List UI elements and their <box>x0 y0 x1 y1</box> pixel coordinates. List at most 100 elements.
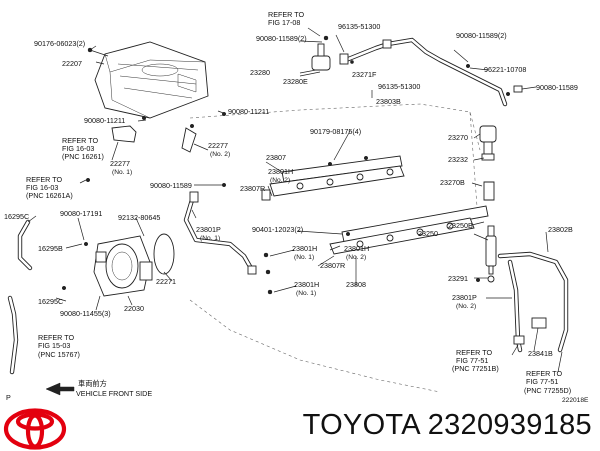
vsv-23280 <box>299 35 331 74</box>
label-96221-10708: 96221-10708 <box>484 65 526 74</box>
label-refer-16-03-a2: FIG 16-03 <box>62 144 94 153</box>
label-23280e: 23280E <box>283 77 308 86</box>
label-23808: 23808 <box>346 280 366 289</box>
label-90080-11589-far: 90080-11589 <box>536 83 578 92</box>
label-90080-11589-top: 90080-11589(2) <box>256 34 307 43</box>
fuel-hose-23801p-no2 <box>507 259 523 353</box>
label-23270: 23270 <box>448 133 468 142</box>
label-22207: 22207 <box>62 59 82 68</box>
label-90401-12023: 90401-12023(2) <box>252 225 303 234</box>
label-23250b: 23250B <box>448 221 473 230</box>
label-pnc-16261a: (PNC 16261A) <box>26 191 73 200</box>
label-23803b: 23803B <box>376 97 401 106</box>
label-23802b: 23802B <box>548 225 573 234</box>
engine-cover-22207 <box>87 41 209 119</box>
label-diagram-code: 222018E <box>562 397 589 404</box>
label-23801h-4-no: (No. 1) <box>296 290 316 297</box>
label-90080-11211-left: 90080-11211 <box>84 116 125 125</box>
label-pnc-77251b: (PNC 77251B) <box>452 364 499 373</box>
label-23801h-3: 23801H <box>344 244 369 253</box>
label-23801p-2-no: (No. 2) <box>456 303 476 310</box>
label-23291: 23291 <box>448 274 468 283</box>
label-23250: 23250 <box>418 229 438 238</box>
label-23807r-1: 23807R <box>240 184 265 193</box>
brand-name: TOYOTA <box>302 409 420 441</box>
label-23271f: 23271F <box>352 70 377 79</box>
pipe-23803b <box>350 37 523 107</box>
label-22277-top-no: (No. 2) <box>210 151 230 158</box>
brand-footer: TOYOTA 2320939185 <box>0 405 600 450</box>
label-22277-mid-no: (No. 1) <box>112 169 132 176</box>
label-90179-08175: 90179-08175(4) <box>310 127 361 136</box>
label-22271: 22271 <box>156 277 176 286</box>
hose-23801p-no1 <box>183 191 257 275</box>
label-23801h-4: 23801H <box>294 280 319 289</box>
label-23280: 23280 <box>250 68 270 77</box>
clips-middle <box>221 111 481 295</box>
fuel-system-parts-diagram: 90176-06023(2) 22207 REFER TO FIG 17-08 … <box>4 10 589 404</box>
label-refer-16-03-b2: FIG 16-03 <box>26 183 58 192</box>
vacuum-hose-23271f <box>339 41 391 65</box>
label-pnc-15767: (PNC 15767) <box>38 350 80 359</box>
part-labels: 90176-06023(2) 22207 REFER TO FIG 17-08 … <box>4 10 589 404</box>
label-90080-11589-right: 90080-11589(2) <box>456 31 507 40</box>
fuel-hose-23802b <box>497 251 569 353</box>
label-22277-mid: 22277 <box>110 159 130 168</box>
label-90080-11455: 90080-11455(3) <box>60 309 111 318</box>
label-96135-51300-mid: 96135-51300 <box>378 82 420 91</box>
label-refer-15-03-b: FIG 15-03 <box>38 341 70 350</box>
clamp-23841b <box>513 317 547 345</box>
label-23801p-1: 23801P <box>196 225 221 234</box>
label-90080-11589-mid: 90080-11589 <box>150 181 192 190</box>
label-refer-17-08-a: REFER TO <box>268 10 304 19</box>
label-23801h-1-no: (No. 2) <box>270 177 290 184</box>
label-23232: 23232 <box>448 155 468 164</box>
label-refer-77-51-a1: REFER TO <box>456 348 492 357</box>
label-96135-51300-top: 96135-51300 <box>338 22 380 31</box>
label-23270b: 23270B <box>440 178 465 187</box>
label-23801h-2: 23801H <box>292 244 317 253</box>
label-92132-80645: 92132-80645 <box>118 213 160 222</box>
bracket-22277-no2 <box>181 123 197 153</box>
label-refer-77-51-b1: REFER TO <box>526 369 562 378</box>
label-pnc-77255d: (PNC 77255D) <box>524 386 571 395</box>
label-16295c-top: 16295C <box>4 212 29 221</box>
toyota-logo-icon <box>3 408 67 450</box>
label-90080-11211-right: 90080-11211 <box>228 107 269 116</box>
fuel-injector-23250 <box>485 225 497 283</box>
label-23801h-1: 23801H <box>268 167 293 176</box>
label-23841b: 23841B <box>528 349 553 358</box>
engine-outline <box>189 103 481 393</box>
label-23801p-2: 23801P <box>452 293 477 302</box>
label-refer-77-51-a2: FIG 77-51 <box>456 356 488 365</box>
label-front-jp: 車両前方 <box>78 379 107 388</box>
label-refer-16-03-a1: REFER TO <box>62 136 98 145</box>
label-23801p-1-no: (No. 1) <box>200 235 220 242</box>
label-23801h-3-no: (No. 2) <box>346 254 366 261</box>
label-23807: 23807 <box>266 153 286 162</box>
label-90080-17191: 90080-17191 <box>60 209 102 218</box>
label-pnc-16261: (PNC 16261) <box>62 152 104 161</box>
label-16295b: 16295B <box>38 244 63 253</box>
label-refer-77-51-b2: FIG 77-51 <box>526 377 558 386</box>
vehicle-front-arrow <box>45 382 75 396</box>
label-p: P <box>6 393 11 402</box>
bracket-22277-no1 <box>111 115 147 143</box>
leader-lines <box>27 27 563 373</box>
label-22030: 22030 <box>124 304 144 313</box>
label-90176-06023: 90176-06023(2) <box>34 39 85 48</box>
delivery-pipe-23808 <box>329 205 489 255</box>
part-number: 2320939185 <box>427 409 592 441</box>
label-23807r-2: 23807R <box>320 261 345 270</box>
label-22277-top: 22277 <box>208 141 228 150</box>
throttle-body-22030 <box>93 235 153 297</box>
water-hose-16295 <box>7 177 91 375</box>
label-refer-17-08-b: FIG 17-08 <box>268 18 300 27</box>
label-23801h-2-no: (No. 1) <box>294 254 314 261</box>
label-refer-15-03-a: REFER TO <box>38 333 74 342</box>
pulsation-damper-23270 <box>479 125 497 201</box>
footer-part-text: TOYOTA 2320939185 <box>303 409 592 442</box>
label-front-en: VEHICLE FRONT SIDE <box>76 389 152 398</box>
label-refer-16-03-b1: REFER TO <box>26 175 62 184</box>
delivery-pipe-23807 <box>261 155 405 201</box>
